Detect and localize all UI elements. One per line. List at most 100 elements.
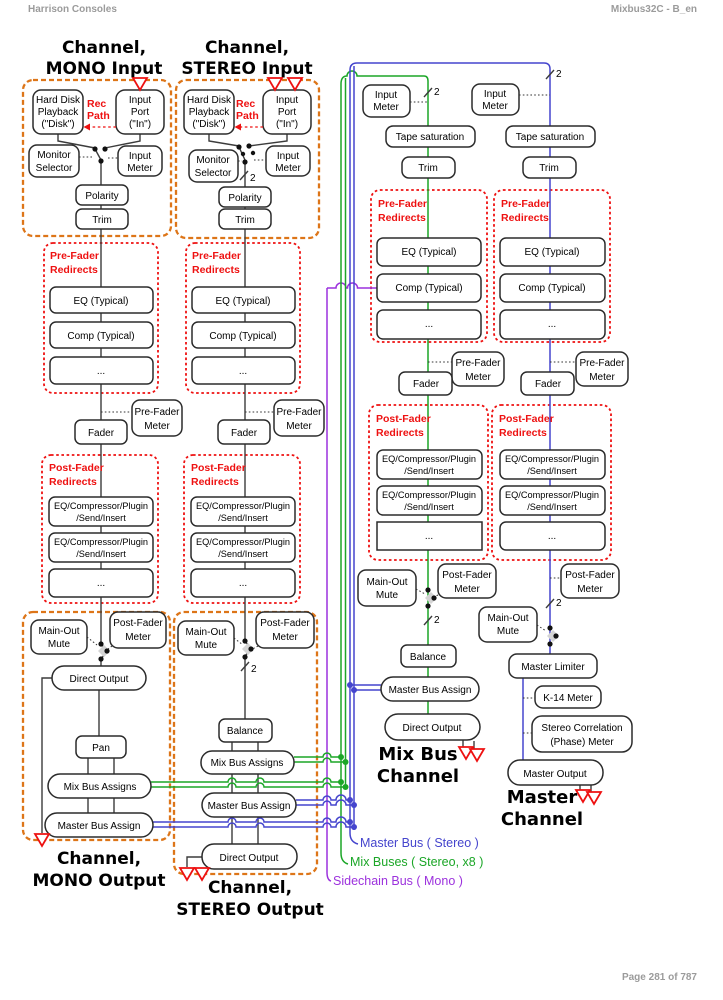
master-title: Channel: [501, 809, 583, 830]
channel-stereo: Channel, STEREO Input Hard Disk Playback…: [176, 38, 325, 920]
svg-text:Stereo Correlation: Stereo Correlation: [541, 723, 622, 734]
svg-text:Meter: Meter: [482, 101, 508, 112]
svg-text:Polarity: Polarity: [85, 191, 118, 202]
more-redirects-box: ...: [376, 521, 483, 551]
svg-text:Post-Fader: Post-Fader: [260, 618, 310, 629]
bus-junction-dot: [338, 779, 344, 785]
mix-bus-line-a: [340, 84, 349, 865]
svg-text:Monitor: Monitor: [37, 150, 71, 161]
stereo-master-assign-line-r: [296, 799, 354, 806]
svg-text:/Send/Insert: /Send/Insert: [404, 502, 454, 512]
post-fader-redirects-label: Post-Fader: [49, 462, 104, 474]
bus-junction-dot: [351, 802, 357, 808]
svg-text:Meter: Meter: [577, 584, 603, 595]
svg-text:...: ...: [548, 531, 556, 542]
plugin-insert-box: EQ/Compressor/Plugin /Send/Insert: [190, 496, 296, 527]
hard-disk-playback-box: Hard Disk Playback ("Disk"): [32, 89, 84, 135]
wire: [208, 134, 240, 147]
svg-text:EQ (Typical): EQ (Typical): [215, 296, 270, 307]
trim-box: Trim: [75, 208, 129, 230]
svg-text:Rec: Rec: [87, 98, 106, 110]
switches: [92, 143, 559, 662]
polarity-box: Polarity: [75, 184, 129, 206]
post-fader-redirects-label: Redirects: [49, 476, 97, 488]
mix-bus-title: Mix Bus: [378, 744, 457, 765]
post-fader-redirects-label: Redirects: [191, 476, 239, 488]
k14-meter-box: K-14 Meter: [534, 685, 602, 709]
rec-path-arrowhead-icon: [83, 123, 90, 131]
main-out-mute-box: Main-Out Mute: [177, 620, 235, 656]
stereo-output-group-border: [172, 610, 319, 876]
plugin-insert-box: EQ/Compressor/Plugin /Send/Insert: [376, 449, 483, 480]
post-fader-redirects-label: Post-Fader: [376, 413, 431, 425]
svg-text:Path: Path: [236, 110, 259, 122]
stereo-mix-assign-line-r: [294, 757, 346, 763]
svg-text:Trim: Trim: [235, 215, 255, 226]
pre-fader-meter-box: Pre-Fader Meter: [575, 351, 629, 387]
svg-text:Trim: Trim: [418, 163, 438, 174]
mute-switch: [425, 587, 437, 609]
svg-text:/Send/Insert: /Send/Insert: [527, 466, 577, 476]
svg-text:Input: Input: [129, 95, 151, 106]
svg-text:Input: Input: [276, 95, 298, 106]
mute-switch: [547, 625, 559, 647]
trim-box: Trim: [218, 208, 272, 230]
mono-input-group-border: [21, 78, 173, 238]
polarity-box: Polarity: [218, 186, 272, 208]
svg-text:/Send/Insert: /Send/Insert: [76, 549, 126, 559]
plugin-insert-box: EQ/Compressor/Plugin /Send/Insert: [499, 485, 606, 516]
stereo-count: 2: [556, 69, 562, 80]
svg-text:Main-Out: Main-Out: [366, 577, 407, 588]
post-fader-redirects-label: Post-Fader: [499, 413, 554, 425]
more-redirects-box: ...: [499, 521, 606, 551]
svg-text:Pre-Fader: Pre-Fader: [455, 358, 501, 369]
trim-box: Trim: [401, 156, 456, 179]
input-connector-icon: [286, 77, 304, 92]
stereo-count: 2: [250, 173, 256, 184]
svg-text:Meter: Meter: [589, 372, 615, 383]
stereo-post-fader-redirects-border: [183, 454, 301, 604]
input-meter-box: Input Meter: [362, 84, 411, 118]
more-redirects-box: ...: [190, 568, 296, 598]
svg-text:EQ/Compressor/Plugin: EQ/Compressor/Plugin: [54, 501, 148, 511]
master-output-pill: Master Output: [507, 759, 604, 786]
svg-text:/Send/Insert: /Send/Insert: [218, 549, 268, 559]
bus-junction-dot: [342, 759, 349, 765]
svg-text:EQ/Compressor/Plugin: EQ/Compressor/Plugin: [505, 454, 599, 464]
output-connector-icon: [33, 833, 51, 848]
rec-path-annotation: Rec Path: [234, 98, 263, 131]
svg-text:Tape saturation: Tape saturation: [516, 132, 584, 143]
input-connector-icon: [266, 77, 284, 92]
post-fader-meter-box: Post-Fader Meter: [255, 611, 315, 649]
svg-text:EQ (Typical): EQ (Typical): [401, 247, 456, 258]
svg-text:EQ (Typical): EQ (Typical): [524, 247, 579, 258]
svg-text:Trim: Trim: [539, 163, 559, 174]
main-out-mute-box: Main-Out Mute: [478, 606, 538, 643]
more-redirects-box: ...: [49, 356, 154, 385]
channel-mono: Channel, MONO Input Hard Disk Playback (…: [28, 38, 183, 891]
stereo-pre-fader-redirects-border: [185, 242, 301, 394]
svg-text:Mix Bus Assigns: Mix Bus Assigns: [64, 782, 137, 793]
more-redirects-box: ...: [48, 568, 154, 598]
more-redirects-box: ...: [376, 309, 482, 340]
stereo-tick-icon: [545, 598, 555, 609]
pre-fader-redirects-label: Redirects: [50, 264, 98, 276]
svg-text:EQ (Typical): EQ (Typical): [73, 296, 128, 307]
sidechain-feed-line: [327, 282, 377, 289]
pre-fader-redirects-label: Redirects: [378, 212, 426, 224]
stereo-input-title: Channel,: [205, 38, 289, 58]
bus-junction-dot: [342, 784, 349, 790]
pre-fader-meter-box: Pre-Fader Meter: [273, 399, 325, 437]
bus-lines: [151, 62, 551, 882]
svg-text:Master Bus Assign: Master Bus Assign: [389, 685, 472, 696]
svg-text:Input: Input: [277, 151, 299, 162]
direct-output-pill: Direct Output: [51, 665, 147, 691]
tap: [536, 624, 547, 632]
plugin-insert-box: EQ/Compressor/Plugin /Send/Insert: [499, 449, 606, 480]
mono-mix-assign-line-r: [151, 782, 346, 788]
svg-text:Main-Out: Main-Out: [185, 627, 226, 638]
pre-fader-redirects-label: Redirects: [192, 264, 240, 276]
wire: [87, 758, 115, 774]
svg-text:Pan: Pan: [92, 743, 110, 754]
svg-text:Port: Port: [131, 107, 150, 118]
